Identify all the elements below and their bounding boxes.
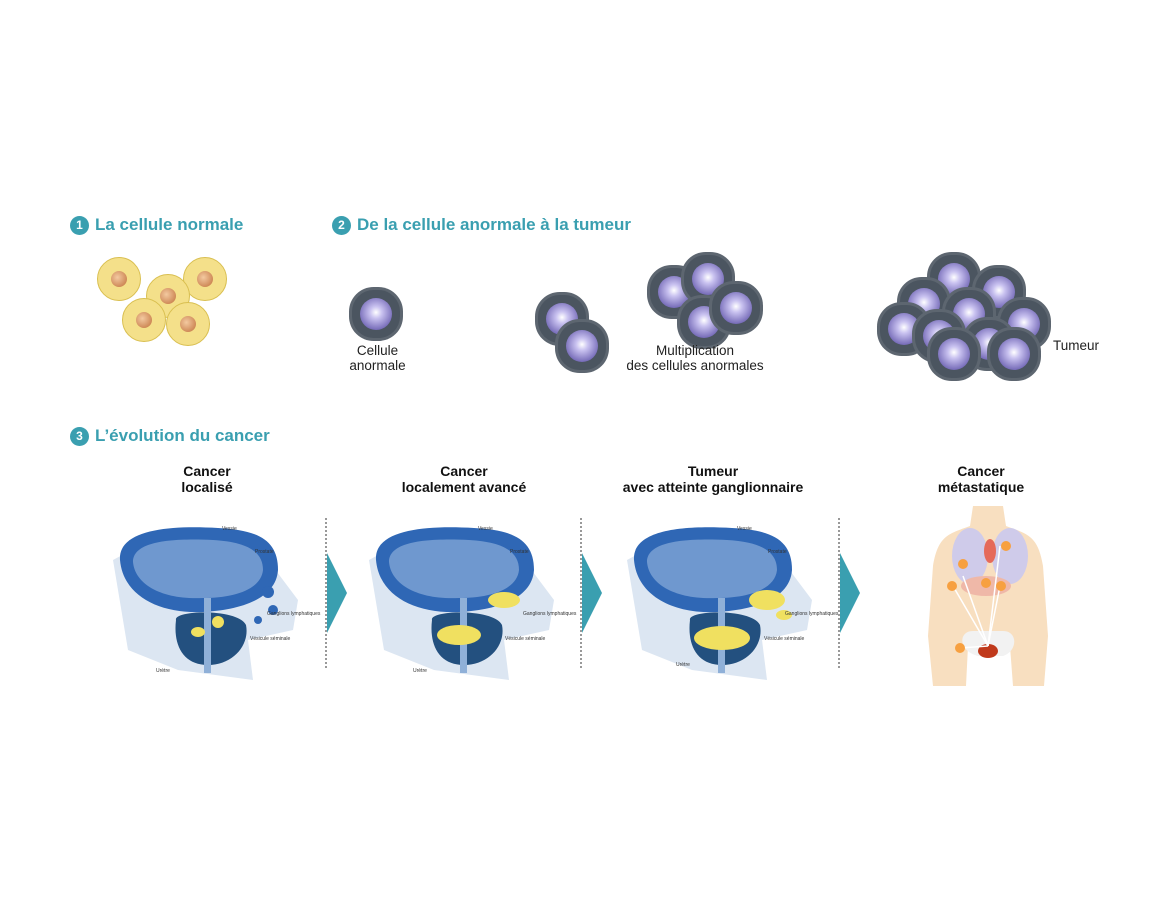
chevron-right-icon — [840, 553, 860, 633]
svg-text:Vessie: Vessie — [737, 526, 752, 532]
section-title: La cellule normale — [95, 215, 244, 234]
stage-separator — [838, 518, 840, 668]
svg-text:Vésicule séminale: Vésicule séminale — [764, 636, 805, 642]
prostate-localized — [113, 527, 298, 680]
section-number: 1 — [70, 215, 89, 235]
section-2-heading: 2 De la cellule anormale à la tumeur — [332, 215, 631, 235]
section-number: 3 — [70, 426, 89, 446]
prostate-lymph-node — [627, 527, 812, 680]
stage-separator — [580, 518, 582, 668]
section-title: L’évolution du cancer — [95, 426, 270, 445]
svg-text:Urètre: Urètre — [676, 662, 690, 668]
body-metastasis — [928, 506, 1048, 686]
svg-text:Vessie: Vessie — [222, 526, 237, 532]
section-number: 2 — [332, 215, 351, 235]
section-1-heading: 1 La cellule normale — [70, 215, 243, 235]
chevron-right-icon — [327, 553, 347, 633]
prostate-locally-advanced — [369, 527, 554, 680]
svg-text:Vésicule séminale: Vésicule séminale — [505, 636, 546, 642]
svg-text:Prostate: Prostate — [510, 549, 529, 555]
svg-text:Urètre: Urètre — [156, 668, 170, 674]
svg-text:Urètre: Urètre — [413, 668, 427, 674]
tumor-label: Tumeur — [1053, 338, 1100, 353]
svg-text:Prostate: Prostate — [255, 549, 274, 555]
section-title: De la cellule anormale à la tumeur — [357, 215, 632, 234]
svg-text:Vessie: Vessie — [478, 526, 493, 532]
section-3-heading: 3 L’évolution du cancer — [70, 426, 270, 446]
svg-text:Vésicule séminale: Vésicule séminale — [250, 636, 291, 642]
svg-text:Prostate: Prostate — [768, 549, 787, 555]
svg-text:Ganglions lymphatiques: Ganglions lymphatiques — [267, 611, 321, 617]
svg-text:Ganglions lymphatiques: Ganglions lymphatiques — [785, 611, 839, 617]
chevron-right-icon — [582, 553, 602, 633]
svg-text:Ganglions lymphatiques: Ganglions lymphatiques — [523, 611, 577, 617]
stage-separator — [325, 518, 327, 668]
